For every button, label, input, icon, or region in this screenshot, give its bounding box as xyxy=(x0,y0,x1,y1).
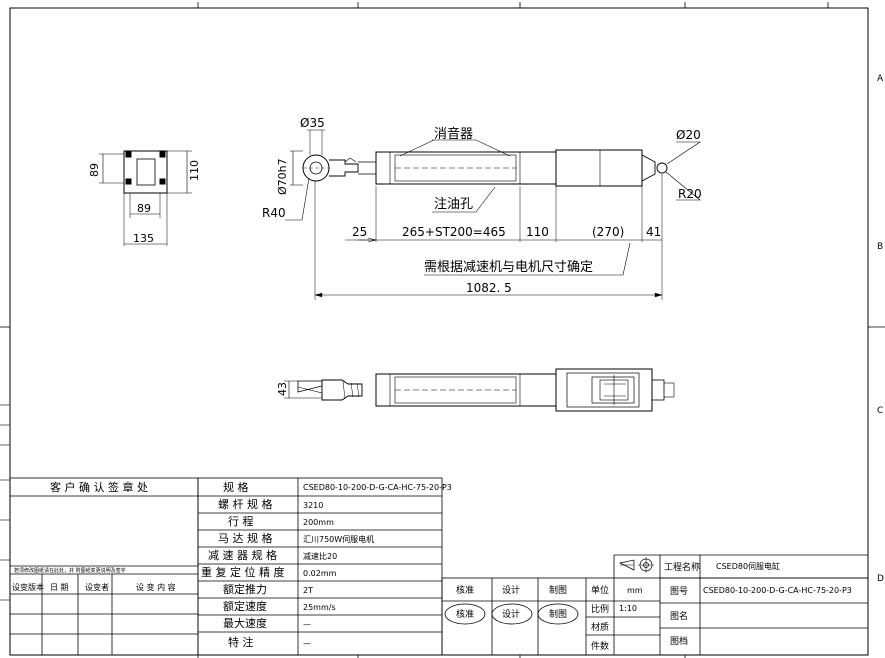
spec-label-repeatability: 重 复 定 位 精 度 xyxy=(201,565,284,579)
spec-value-model: CSED80-10-200-D-G-CA-HC-75-20-P3 xyxy=(303,483,452,492)
dim-seg-4: (270) xyxy=(592,225,624,239)
side-view xyxy=(284,368,675,412)
check-header: 核准 xyxy=(456,584,474,596)
end-view-width-inner: 89 xyxy=(137,202,151,215)
project-label: 工程名称 xyxy=(664,561,700,573)
spec-table xyxy=(197,477,443,656)
unit-value: mm xyxy=(627,586,643,595)
spec-label-motor: 马 达 规 格 xyxy=(218,531,273,545)
project-value: CSED80伺服电缸 xyxy=(716,561,780,571)
spec-label-max-speed: 最大速度 xyxy=(223,616,267,630)
spec-value-rated-thrust: 2T xyxy=(303,586,313,595)
rod-end-radius: R40 xyxy=(262,206,286,220)
end-view xyxy=(99,150,192,246)
spec-rows: 规 格 CSED80-10-200-D-G-CA-HC-75-20-P3 螺 杆… xyxy=(201,480,452,649)
customer-box-notice: 若须修改图纸请在此处，并 附图纸变更说明及签字 xyxy=(14,567,126,574)
rear-pin-diameter: Ø20 xyxy=(676,128,701,142)
rod-end-fit: Ø70h7 xyxy=(276,158,289,195)
draw-header: 制图 xyxy=(549,584,567,596)
revision-header-version: 设变版本 xyxy=(12,582,44,592)
unit-label: 单位 xyxy=(591,584,609,596)
quantity-label: 件数 xyxy=(591,640,609,652)
silencer-label: 消音器 xyxy=(434,126,473,142)
oil-hole-label: 注油孔 xyxy=(434,197,473,212)
zone-label-a: A xyxy=(877,74,884,84)
end-view-height-left: 89 xyxy=(88,163,101,177)
title-block-text: 核准 设计 制图 核准 设计 制图 单位 mm 比例 1:10 材质 件数 工程… xyxy=(456,561,852,652)
spec-label-model: 规 格 xyxy=(223,480,249,494)
spec-value-max-speed: — xyxy=(303,620,311,629)
scale-label: 比例 xyxy=(591,603,609,615)
revision-header-author: 设变者 xyxy=(85,582,109,592)
total-length: 1082. 5 xyxy=(466,281,512,295)
spec-label-rated-thrust: 额定推力 xyxy=(223,582,267,596)
motor-note: 需根据减速机与电机尺寸确定 xyxy=(424,260,593,275)
draw-stamp: 制图 xyxy=(549,608,567,620)
spec-label-rated-speed: 额定速度 xyxy=(223,599,267,613)
drawing-no-value: CSED80-10-200-D-G-CA-HC-75-20-P3 xyxy=(703,586,852,595)
scale-value: 1:10 xyxy=(619,604,637,613)
spec-label-screw: 螺 杆 规 格 xyxy=(218,497,273,511)
rear-radius: R20 xyxy=(678,187,702,201)
spec-value-repeatability: 0.02mm xyxy=(303,569,337,578)
side-view-height: 43 xyxy=(276,382,289,396)
spec-value-motor: 汇川750W伺服电机 xyxy=(303,534,374,544)
title-block xyxy=(441,554,869,656)
customer-box-header: 客 户 确 认 签 章 处 xyxy=(50,480,148,494)
end-view-width-outer: 135 xyxy=(133,232,154,245)
spec-label-stroke: 行 程 xyxy=(228,515,254,528)
drawing-no-label: 图号 xyxy=(670,586,688,597)
spec-value-stroke: 200mm xyxy=(303,518,334,527)
drawing-name-label: 图名 xyxy=(670,610,688,622)
zone-label-b: B xyxy=(877,242,883,252)
spec-value-screw: 3210 xyxy=(303,501,323,510)
customer-box xyxy=(9,477,199,656)
material-label: 材质 xyxy=(591,621,609,633)
spec-value-rated-speed: 25mm/s xyxy=(303,603,336,612)
revision-header-date: 日 期 xyxy=(50,583,69,592)
spec-label-notes: 特 注 xyxy=(228,635,254,649)
spec-value-reducer: 减速比20 xyxy=(303,551,337,561)
front-view xyxy=(285,129,701,300)
rod-end-diameter: Ø35 xyxy=(300,116,325,130)
dim-seg-2: 265+ST200=465 xyxy=(402,225,506,239)
spec-value-notes: — xyxy=(303,639,311,648)
design-header: 设计 xyxy=(502,584,520,596)
check-stamp: 核准 xyxy=(456,608,474,620)
end-view-height-right: 110 xyxy=(188,160,201,181)
dim-seg-5: 41 xyxy=(646,225,661,239)
zone-label-d: D xyxy=(877,574,884,584)
spec-label-reducer: 减 速 器 规 格 xyxy=(208,548,277,562)
dim-seg-1: 25 xyxy=(352,225,367,239)
design-stamp: 设计 xyxy=(502,608,520,620)
archive-label: 图档 xyxy=(670,635,688,647)
dim-seg-3: 110 xyxy=(526,225,549,239)
zone-label-c: C xyxy=(877,406,883,416)
revision-header-content: 设 变 内 容 xyxy=(136,582,176,592)
